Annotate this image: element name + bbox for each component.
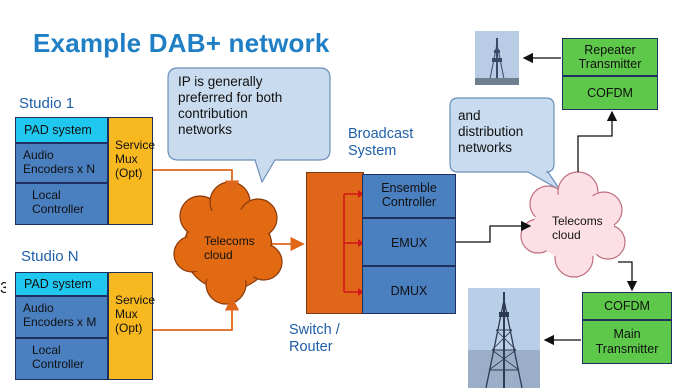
callout-bubble-1 [167, 67, 331, 184]
switch-arrows [343, 190, 364, 296]
dmux-box: DMUX [362, 266, 456, 314]
studio-n-label: Studio N [21, 248, 79, 265]
transmitter-tower-image-top [475, 31, 519, 85]
ensemble-controller-box: Ensemble Controller [362, 174, 456, 218]
studio-n-audio-encoders: Audio Encoders x M [15, 296, 108, 338]
edge-fragment-text: 3 [0, 280, 6, 297]
studio-n-pad-system: PAD system [15, 272, 108, 296]
studio-n-local-controller: Local Controller [15, 338, 108, 380]
emux-box: EMUX [362, 218, 456, 266]
studio-1-service-mux: Service Mux (Opt) [108, 117, 155, 225]
studio-1-audio-encoders: Audio Encoders x N [15, 143, 108, 183]
connector-cloud2-repeater [577, 110, 618, 172]
connector-studioN-cloud [153, 296, 240, 331]
telecoms-cloud-2 [520, 171, 626, 278]
telecoms-cloud-1 [173, 181, 283, 305]
connector-cloud2-cofdm-bottom [618, 261, 638, 292]
cloud-1-label: Telecoms cloud [204, 234, 255, 262]
cloud-2-label: Telecoms cloud [552, 214, 603, 242]
cofdm-bottom-box: COFDM [582, 292, 672, 320]
connector-studio1-cloud [153, 169, 240, 195]
cofdm-top-box: COFDM [562, 76, 658, 110]
studio-1-local-controller: Local Controller [15, 183, 108, 225]
transmitter-tower-image-bottom [468, 288, 540, 389]
studio-1-label: Studio 1 [19, 95, 75, 112]
studio-1-pad-system: PAD system [15, 117, 108, 143]
callout-bubble-2 [449, 97, 561, 191]
page-title: Example DAB+ network [33, 28, 330, 58]
connector-emux-cloud2 [456, 220, 532, 243]
main-transmitter-box: Main Transmitter [582, 320, 672, 364]
repeater-transmitter-box: Repeater Transmitter [562, 38, 658, 76]
switch-router-label: Switch / Router [289, 322, 340, 355]
broadcast-system-label: Broadcast System [348, 126, 414, 159]
callout-2-text: and distribution networks [458, 108, 524, 155]
callout-1-text: IP is generally preferred for both contr… [178, 74, 283, 137]
studio-n-service-mux: Service Mux (Opt) [108, 272, 155, 380]
